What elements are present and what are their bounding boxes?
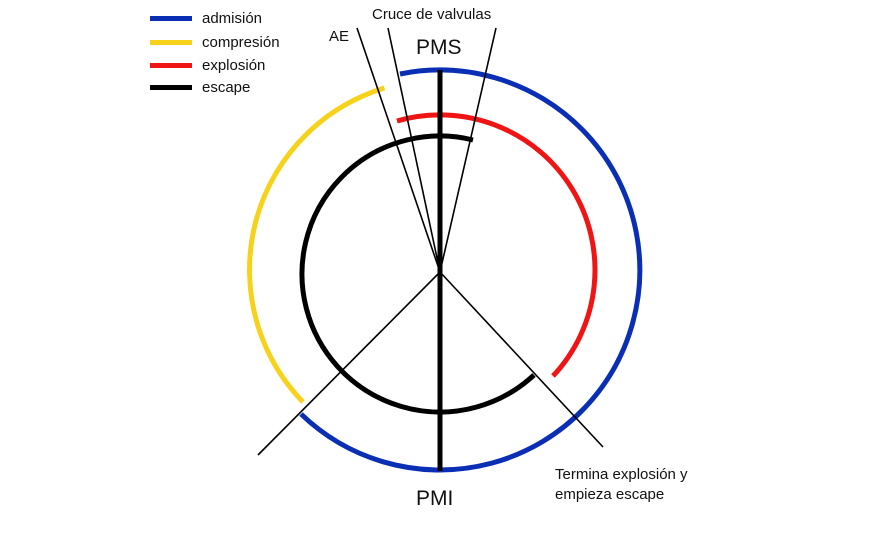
legend-item-compresion: compresión bbox=[150, 32, 280, 52]
legend-item-admision: admisión bbox=[150, 8, 262, 28]
legend-item-explosion: explosión bbox=[150, 55, 265, 75]
legend-label: escape bbox=[202, 78, 251, 96]
legend-item-escape: escape bbox=[150, 77, 250, 97]
admission-arc bbox=[299, 67, 643, 473]
pms-label: PMS bbox=[416, 36, 462, 59]
exhaust-arc bbox=[299, 133, 536, 415]
valve-overlap-label: Cruce de valvulas bbox=[372, 6, 492, 23]
valve-overlap-line-right bbox=[439, 27, 497, 273]
pmi-label: PMI bbox=[416, 487, 454, 510]
legend-swatch bbox=[150, 39, 192, 45]
legend-label: admisión bbox=[202, 9, 263, 27]
legend-swatch bbox=[150, 84, 192, 90]
end-explosion-label-line2: empieza escape bbox=[555, 486, 665, 503]
lower-left-line bbox=[257, 271, 441, 456]
ae-line bbox=[356, 27, 441, 273]
legend-label: compresión bbox=[202, 33, 280, 51]
compression-arc bbox=[247, 85, 386, 404]
end-explosion-line bbox=[439, 271, 604, 448]
explosion-arc bbox=[396, 112, 598, 378]
legend-label: explosión bbox=[202, 56, 266, 74]
end-explosion-label-line1: Termina explosión y bbox=[555, 466, 688, 483]
legend-swatch bbox=[150, 15, 192, 21]
legend-swatch bbox=[150, 62, 192, 68]
ae-label: AE bbox=[329, 28, 350, 45]
valve-overlap-line-left bbox=[387, 27, 441, 273]
